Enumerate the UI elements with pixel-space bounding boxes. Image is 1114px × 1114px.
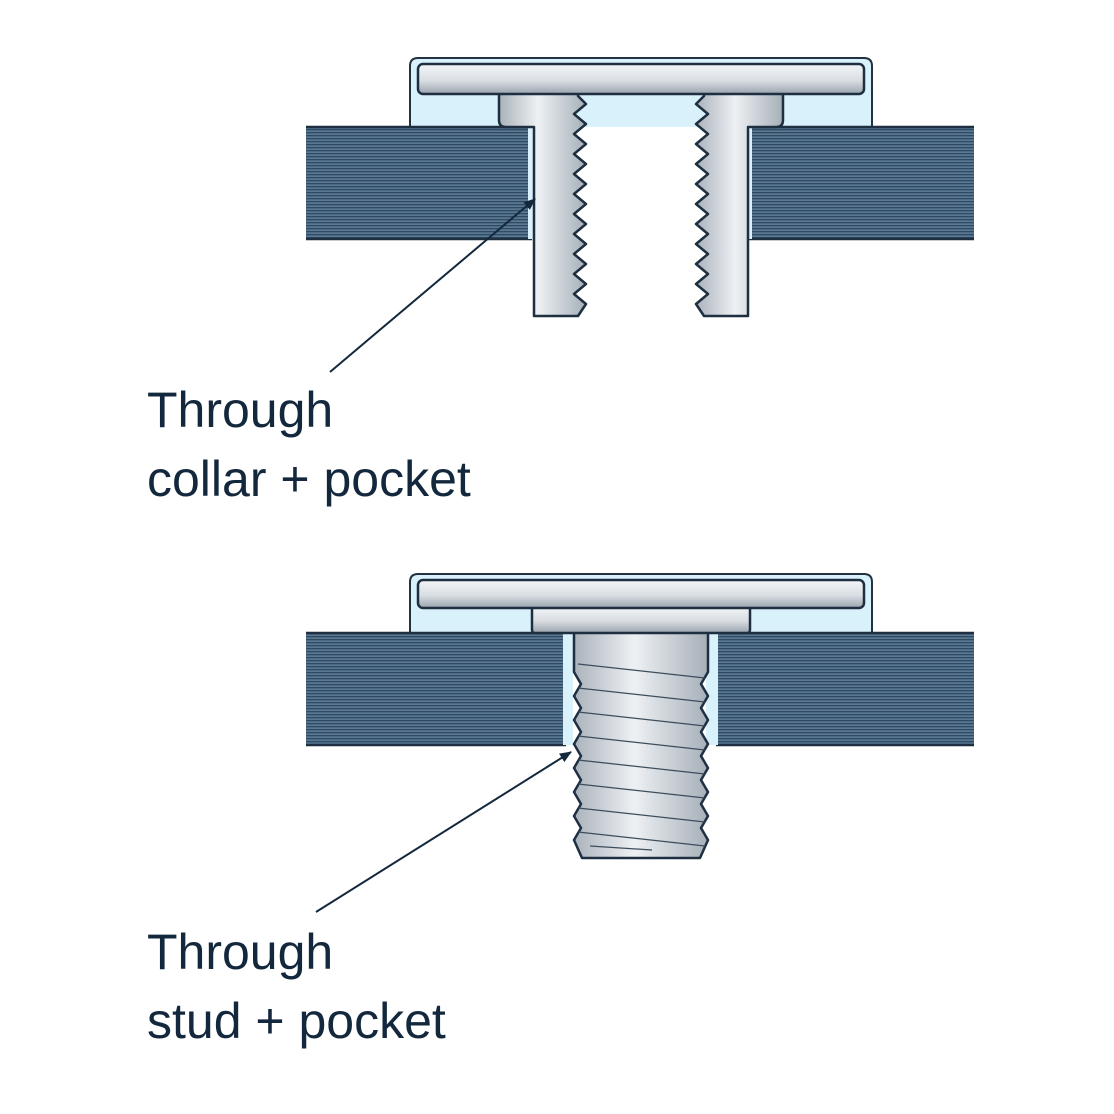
stud-head [530, 604, 752, 635]
leader-arrow-1 [329, 198, 536, 373]
caption-stud-pocket: Through stud + pocket [147, 918, 446, 1056]
cap-plate-2 [416, 578, 866, 610]
threaded-stud [572, 628, 710, 860]
panel-right-1 [748, 127, 974, 239]
panel-left-2 [306, 633, 566, 745]
thread-lines [577, 663, 706, 851]
leader-arrow-2 [315, 751, 572, 913]
stud-pocket-figure [306, 573, 974, 913]
cap-plate-1 [416, 62, 866, 96]
panel-left-1 [306, 127, 532, 239]
collar-pocket-figure [306, 57, 974, 373]
caption-line: Through [147, 924, 334, 980]
caption-collar-pocket: Through collar + pocket [147, 376, 471, 514]
caption-line: Through [147, 382, 334, 438]
caption-line: collar + pocket [147, 451, 471, 507]
pocket-gap-left-2 [563, 633, 573, 745]
caption-line: stud + pocket [147, 993, 446, 1049]
pocket-gap-left-1 [528, 127, 536, 239]
panel-right-2 [716, 633, 974, 745]
